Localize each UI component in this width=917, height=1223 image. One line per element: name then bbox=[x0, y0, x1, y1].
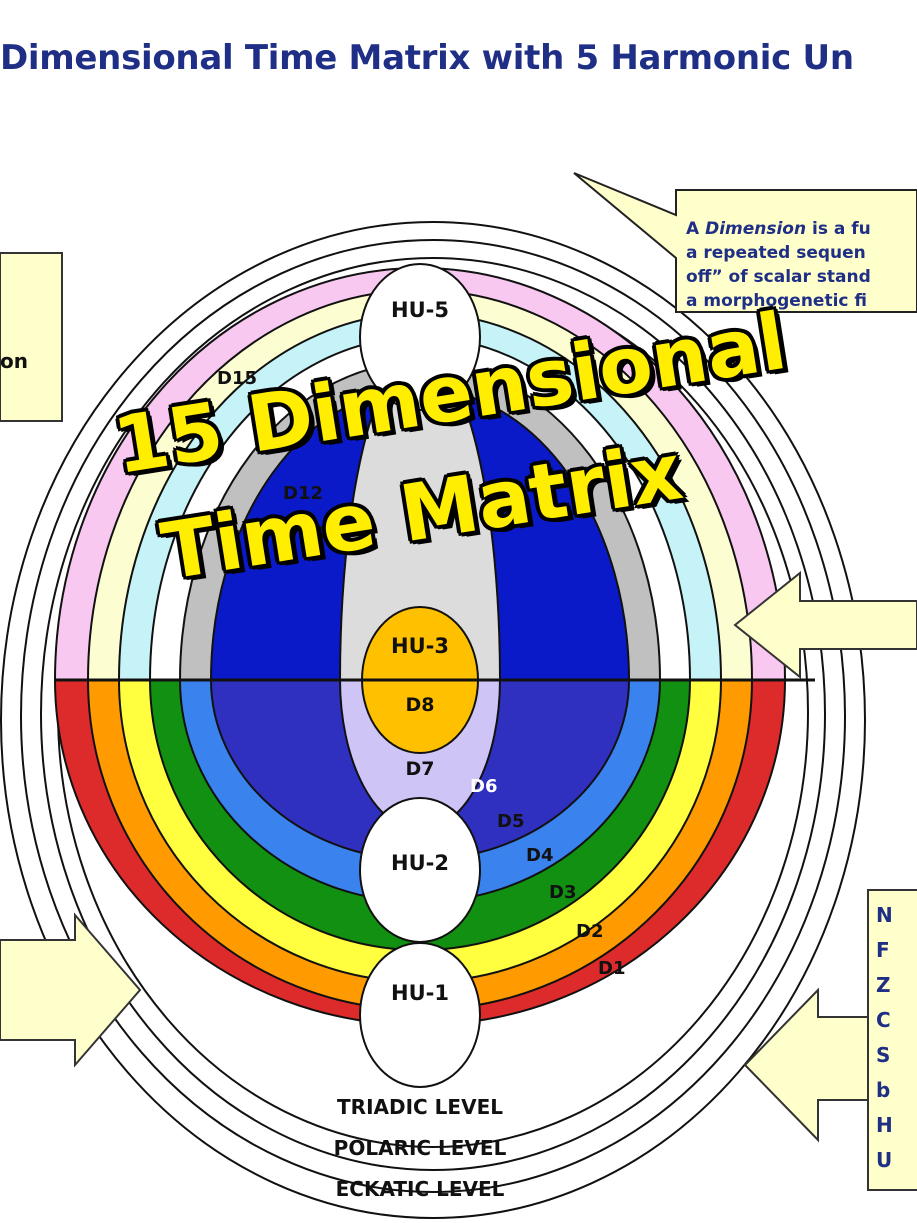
dimension-label-d5: D5 bbox=[497, 811, 524, 832]
hu1-label: HU-1 bbox=[391, 981, 449, 1005]
outer-rings bbox=[0, 221, 866, 1219]
callout-line-1-rest: is a fu bbox=[806, 219, 871, 239]
level-label-triadic: TRIADIC LEVEL bbox=[337, 1095, 503, 1119]
right-box-letter-7: H bbox=[876, 1113, 893, 1137]
dimension-callout: A Dimension is a fu a repeated sequen of… bbox=[573, 172, 917, 313]
right-box-letter-3: Z bbox=[876, 973, 891, 997]
callout-line-2: a repeated sequen bbox=[686, 243, 866, 263]
hu5-label: HU-5 bbox=[391, 298, 449, 322]
harmonic-units bbox=[359, 263, 481, 1088]
right-box-letter-8: U bbox=[876, 1148, 892, 1172]
hu5-circle bbox=[359, 263, 481, 411]
level-label-polaric: POLARIC LEVEL bbox=[334, 1136, 507, 1160]
callout-prefix: A bbox=[686, 219, 705, 239]
arrow-right-middle bbox=[733, 570, 917, 680]
right-box-letter-4: C bbox=[876, 1008, 891, 1032]
dimension-label-d4: D4 bbox=[526, 845, 553, 866]
left-box bbox=[0, 252, 63, 422]
right-box-letter-2: F bbox=[876, 938, 890, 962]
right-box-letter-1: N bbox=[876, 903, 893, 927]
dimension-label-d1: D1 bbox=[598, 958, 625, 979]
dimension-label-d3: D3 bbox=[549, 882, 576, 903]
callout-box bbox=[573, 172, 917, 313]
level-label-eckatic: ECKATIC LEVEL bbox=[336, 1177, 505, 1201]
arrow-right-bottom bbox=[743, 987, 871, 1143]
hu2-label: HU-2 bbox=[391, 851, 449, 875]
left-note-box: on bbox=[0, 252, 63, 422]
outer-ring-eckatic bbox=[0, 221, 866, 1219]
callout-emphasis: Dimension bbox=[705, 219, 806, 239]
dimension-label-d15: D15 bbox=[217, 368, 257, 389]
dimension-label-d12: D12 bbox=[283, 483, 323, 504]
callout-line-1: A Dimension is a fu bbox=[686, 219, 871, 239]
dimension-label-d2: D2 bbox=[576, 921, 603, 942]
callout-line-3: off” of scalar stand bbox=[686, 267, 871, 287]
dimension-label-d7: D7 bbox=[406, 758, 435, 780]
hu3-label: HU-3 bbox=[391, 634, 449, 658]
callout-line-4: a morphogenetic fi bbox=[686, 291, 867, 311]
upper-dimension-bands bbox=[53, 267, 787, 681]
dimension-label-d8: D8 bbox=[406, 694, 435, 716]
outer-ring-triadic bbox=[40, 257, 826, 1171]
right-box-letter-5: S bbox=[876, 1043, 890, 1067]
dimension-label-d11: D11 bbox=[312, 523, 352, 544]
left-box-text: on bbox=[0, 349, 28, 373]
arrow-left-bottom bbox=[0, 912, 142, 1068]
diagram-title: Dimensional Time Matrix with 5 Harmonic … bbox=[0, 38, 854, 78]
right-box bbox=[867, 889, 917, 1191]
dimension-label-d6: D6 bbox=[470, 776, 497, 797]
hu1-circle bbox=[359, 942, 481, 1088]
outer-ring-polaric bbox=[20, 239, 846, 1193]
right-box-letter-6: b bbox=[876, 1078, 890, 1102]
